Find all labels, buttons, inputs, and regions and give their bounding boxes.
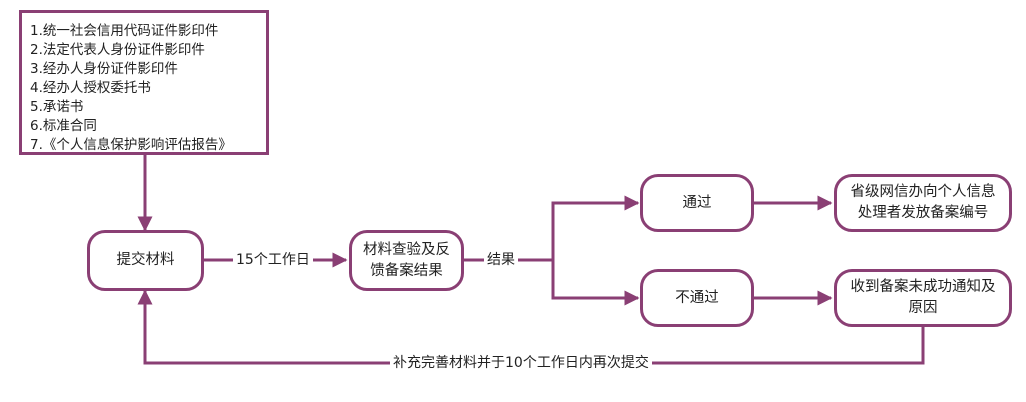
submit-materials-label: 提交材料 xyxy=(116,252,175,268)
material-item: 5.承诺书 xyxy=(30,99,84,115)
result-label: 结果 xyxy=(484,251,518,269)
pass-result-line1: 省级网信办向个人信息 xyxy=(850,184,996,200)
fail-result-node: 收到备案未成功通知及 原因 xyxy=(834,269,1012,327)
material-item: 3.经办人身份证件影印件 xyxy=(30,61,178,77)
fail-result-line1: 收到备案未成功通知及 xyxy=(850,279,996,295)
submit-materials-node: 提交材料 xyxy=(87,230,204,291)
resubmit-label: 补充完善材料并于10个工作日内再次提交 xyxy=(390,354,652,372)
pass-result-line2: 处理者发放备案编号 xyxy=(857,205,989,221)
review-label-line1: 材料查验及反 xyxy=(363,241,450,258)
fail-label: 不通过 xyxy=(675,289,719,306)
connector-branch-to-pass xyxy=(551,195,640,260)
duration-label: 15个工作日 xyxy=(233,251,313,269)
material-item: 6.标准合同 xyxy=(30,118,97,134)
pass-label: 通过 xyxy=(682,194,712,211)
material-item: 7.《个人信息保护影响评估报告》 xyxy=(30,137,232,153)
material-item: 2.法定代表人身份证件影印件 xyxy=(30,42,205,58)
required-materials-box: 1.统一社会信用代码证件影印件 2.法定代表人身份证件影印件 3.经办人身份证件… xyxy=(19,10,269,155)
review-node: 材料查验及反 馈备案结果 xyxy=(349,230,464,291)
fail-result-line2: 原因 xyxy=(908,300,938,316)
pass-result-node: 省级网信办向个人信息 处理者发放备案编号 xyxy=(834,174,1012,232)
fail-node: 不通过 xyxy=(640,269,754,327)
material-item: 1.统一社会信用代码证件影印件 xyxy=(30,23,219,39)
pass-node: 通过 xyxy=(640,174,754,232)
connector-branch-to-fail xyxy=(551,260,640,306)
material-item: 4.经办人授权委托书 xyxy=(30,80,151,96)
connector-resubmit-loop xyxy=(137,289,925,365)
review-label-line2: 馈备案结果 xyxy=(370,262,443,279)
